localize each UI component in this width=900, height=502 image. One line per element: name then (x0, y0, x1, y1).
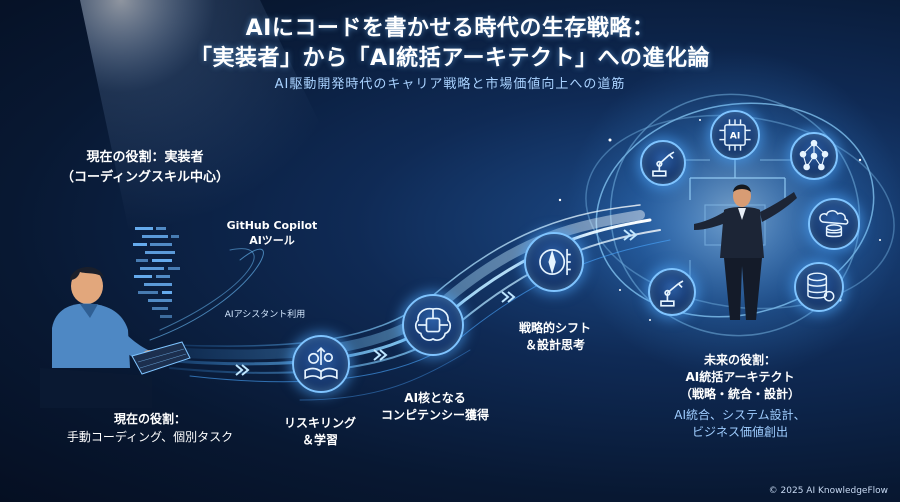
brain-chip-icon (402, 294, 464, 356)
book-gears-icon (292, 335, 350, 393)
developer-figure (40, 266, 191, 408)
ai-chip-icon: AI (710, 110, 760, 160)
robot-arm-icon (640, 140, 686, 186)
reskilling-label: リスキリング ＆学習 (283, 416, 356, 447)
subtitle: AI駆動開発時代のキャリア戦略と市場価値向上への道筋 (274, 77, 626, 92)
assistant-label: AIアシスタント利用 (224, 310, 306, 320)
architect-figure (694, 184, 797, 320)
title-line-1: AIにコードを書かせる時代の生存戦略： (245, 16, 655, 41)
tools-label: GitHub Copilot AIツール (226, 219, 318, 247)
cloud-database-icon (808, 198, 860, 250)
current-role-label: 現在の役割：実装者 （コーディングスキル中心） (60, 150, 230, 185)
chip-label: AI (730, 131, 741, 142)
core-competency-label: AI核となる コンピテンシー獲得 (380, 391, 489, 422)
robot-arm-icon (648, 268, 696, 316)
compass-icon (524, 232, 584, 292)
current-work-label: 現在の役割： 手動コーディング、個別タスク (66, 412, 234, 444)
database-icon (794, 262, 844, 312)
copyright: © 2025 AI KnowledgeFlow (768, 486, 888, 496)
title-line-2: 「実装者」から「AI統括アーキテクト」への進化論 (190, 46, 710, 71)
future-role-label: 未来の役割： AI統括アーキテクト （戦略・統合・設計） AI統合、システム設計… (674, 353, 806, 439)
neural-network-icon (790, 132, 838, 180)
strategic-shift-label: 戦略的シフト ＆設計思考 (518, 321, 591, 352)
code-stream (133, 227, 180, 318)
